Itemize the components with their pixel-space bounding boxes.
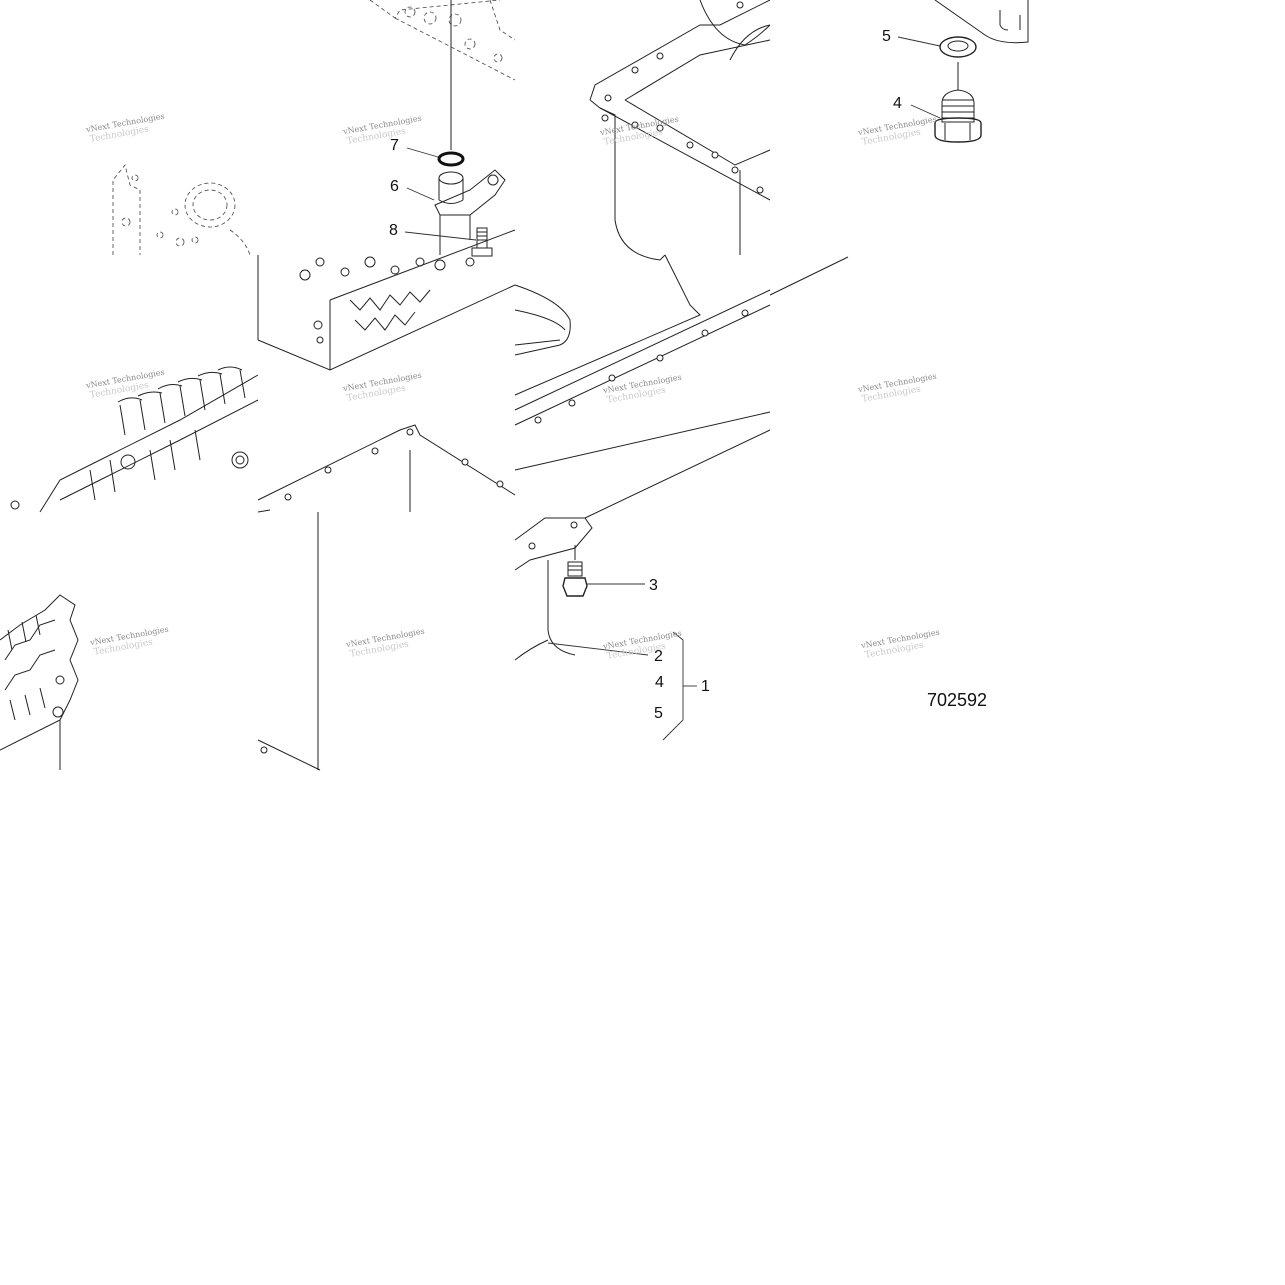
oil-pan-corner [514,429,771,661]
leader-lines [404,36,941,741]
figure-id: 702592 [927,690,987,710]
oil-pan-middle [514,254,771,471]
oil-pan-top [589,0,771,261]
oil-pan-lower [257,424,516,771]
callout-labels: 7 6 8 5 4 3 2 4 5 1 [389,28,902,722]
callout-6: 6 [390,178,399,195]
callout-8: 8 [389,222,398,239]
callout-5-top: 5 [882,28,891,45]
washer-part-5 [939,36,977,58]
o-ring-part-7 [437,151,465,167]
watermarks: Technologies vNext Technologies Technolo… [84,112,940,662]
callout-1: 1 [701,678,710,695]
engine-block-middle [257,229,516,371]
pan-edge-line [769,256,849,296]
engine-block-side [0,594,79,770]
callout-4-top: 4 [893,95,902,112]
tube-flange-part-6 [434,169,506,255]
callout-2: 2 [654,648,663,665]
bolt-part-8 [471,227,493,257]
drain-plug-part-3 [562,545,588,597]
callout-7: 7 [390,137,399,154]
engine-block-top [369,0,516,81]
callout-3: 3 [649,577,658,594]
callout-5-bottom: 5 [654,705,663,722]
plug-part-4 [934,62,982,143]
engine-front-dashed [112,164,251,256]
engine-block-left [10,366,259,513]
pan-outline-top-right [934,0,1029,44]
callout-4-bottom: 4 [655,674,664,691]
